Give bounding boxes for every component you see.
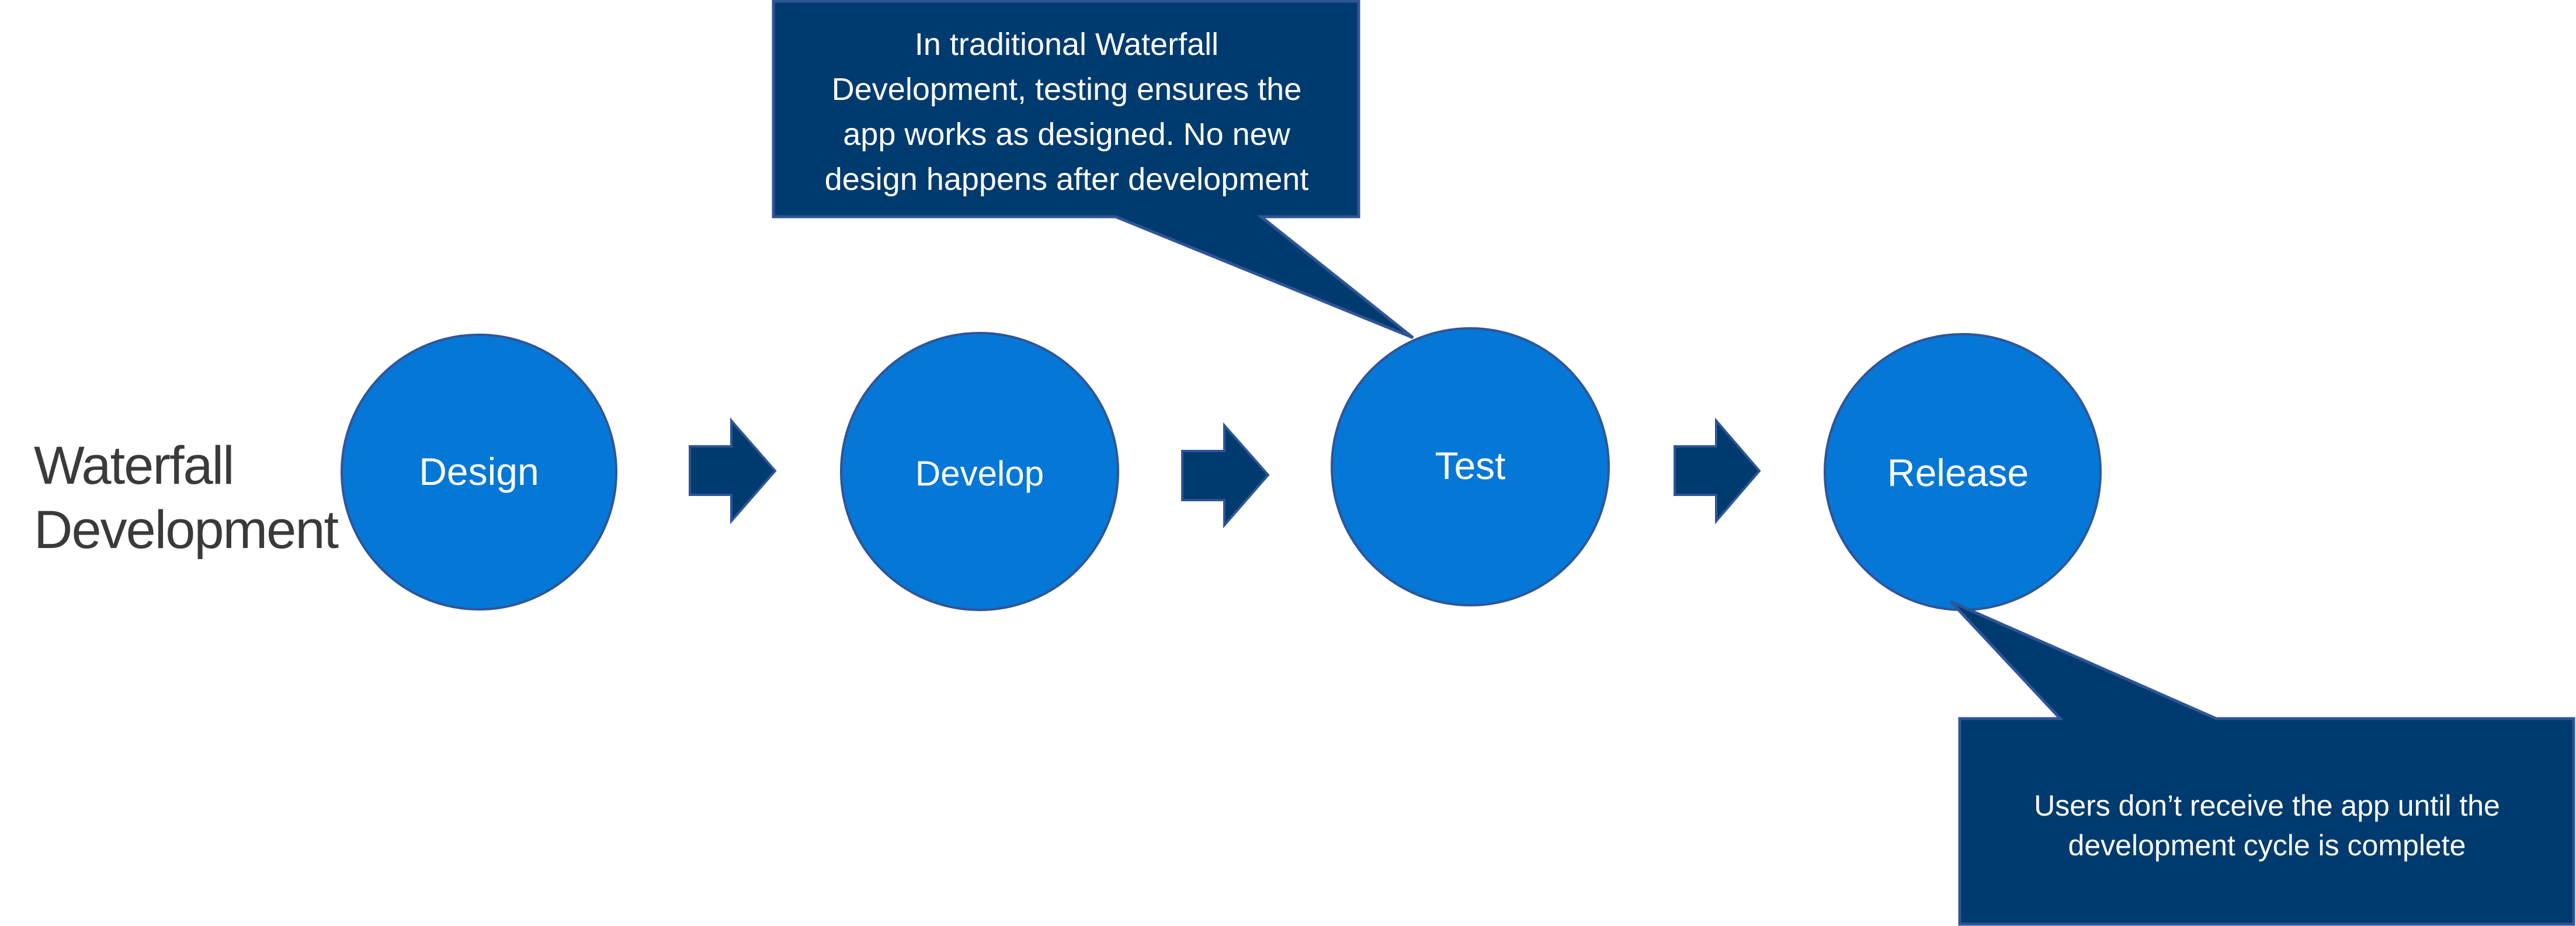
callout-line: Users don’t receive the app until the [2034, 789, 2500, 822]
diagram-title: Waterfall Development [34, 433, 339, 562]
step-label-release: Release [1887, 451, 2029, 494]
callout-line: Development, testing ensures the [831, 72, 1302, 107]
step-circle-test[interactable] [1331, 327, 1610, 606]
callout-line: app works as designed. No new [843, 117, 1290, 152]
right-arrow-icon [1674, 417, 1761, 525]
step-label-test: Test [1435, 444, 1506, 487]
callout-line: development cycle is complete [2068, 829, 2466, 862]
callout-release-note-text: Users don’t receive the app until the de… [1961, 786, 2573, 865]
callout-test-note-shape [772, 0, 1414, 339]
step-label-design: Design [419, 450, 539, 493]
callout-line: design happens after development [824, 162, 1309, 197]
step-circle-design[interactable] [341, 334, 617, 611]
right-arrow-icon [689, 417, 777, 525]
callout-release-note-shape [1950, 600, 2575, 926]
diagram-title-line: Waterfall [34, 436, 235, 495]
diagram-title-line: Development [34, 500, 339, 560]
step-circle-develop[interactable] [840, 332, 1119, 611]
callout-line: In traditional Waterfall [914, 27, 1219, 62]
callout-test-note-text: In traditional Waterfall Development, te… [775, 22, 1358, 202]
step-label-develop: Develop [915, 454, 1044, 493]
right-arrow-icon [1181, 422, 1270, 529]
